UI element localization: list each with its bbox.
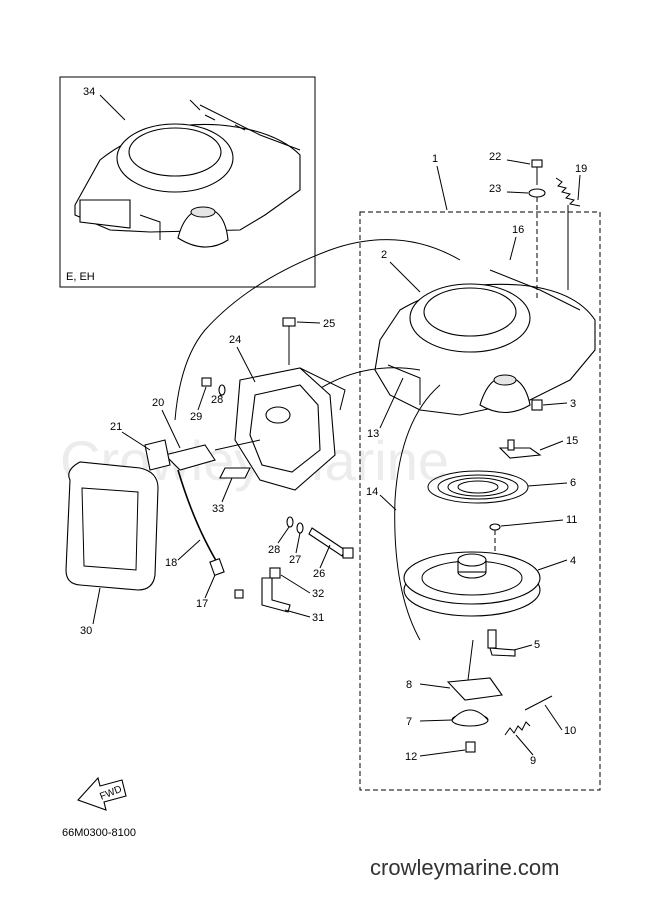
- bolt-32: [269, 567, 281, 579]
- bolt-26: [308, 527, 354, 559]
- callout-18: 18: [165, 557, 177, 569]
- washer-23: [528, 188, 546, 198]
- callout-30: 30: [80, 625, 92, 637]
- callout-21: 21: [110, 421, 122, 433]
- diagram-code: 66M0300-8100: [62, 827, 136, 839]
- callout-22: 22: [489, 151, 501, 163]
- callout-1: 1: [432, 153, 438, 165]
- inset-starter-housing: [74, 99, 301, 248]
- spiral-spring-6: [427, 470, 529, 504]
- bracket-20: [163, 439, 261, 471]
- label-33: [219, 467, 251, 479]
- starter-housing: [374, 269, 596, 416]
- pawl-15: [498, 439, 542, 459]
- callout-5: 5: [534, 639, 540, 651]
- bolt-25: [282, 317, 296, 365]
- site-footer: crowleymarine.com: [370, 855, 560, 880]
- washer-27: [296, 522, 304, 534]
- clip-21: [144, 439, 171, 471]
- callout-31: 31: [312, 612, 324, 624]
- assembly-boundary: [359, 211, 601, 791]
- plate-8: [446, 677, 503, 701]
- washer-28b: [286, 516, 294, 528]
- callout-11: 11: [566, 514, 577, 526]
- callout-33: 33: [212, 503, 224, 515]
- callout-19: 19: [575, 163, 587, 175]
- grip-17: [209, 558, 244, 599]
- clip-11: [489, 523, 501, 531]
- callout-24: 24: [229, 334, 241, 346]
- bolt-3: [531, 399, 543, 411]
- callout-28a: 28: [211, 394, 223, 406]
- screw-12: [465, 741, 476, 753]
- handle-30: [65, 461, 159, 591]
- inset-label: E, EH: [66, 271, 95, 283]
- callout-17: 17: [196, 598, 208, 610]
- callout-4: 4: [570, 555, 576, 567]
- callout-8: 8: [406, 679, 412, 691]
- callout-2: 2: [381, 249, 387, 261]
- fwd-arrow: FWD: [77, 776, 127, 811]
- inset-box: 34 E, EH: [59, 76, 316, 288]
- callout-6: 6: [570, 477, 576, 489]
- handle-base-24: [234, 367, 346, 491]
- callout-15: 15: [566, 435, 578, 447]
- cap-7: [451, 709, 489, 727]
- callout-28b: 28: [268, 544, 280, 556]
- callout-34: 34: [83, 86, 95, 98]
- bolt-22: [531, 159, 543, 185]
- callout-23: 23: [489, 183, 501, 195]
- nut-29: [201, 377, 212, 387]
- callout-16: 16: [512, 224, 524, 236]
- callout-10: 10: [564, 725, 576, 737]
- callout-20: 20: [152, 397, 164, 409]
- callout-14: 14: [366, 486, 378, 498]
- cable-14: [174, 239, 461, 421]
- spring-9: [504, 721, 531, 736]
- callout-25: 25: [323, 318, 335, 330]
- rope-drum-4: [403, 551, 541, 617]
- callout-7: 7: [406, 716, 412, 728]
- callout-27: 27: [289, 554, 301, 566]
- pawl-5: [487, 629, 516, 657]
- bracket-31: [261, 577, 291, 613]
- callout-13: 13: [367, 428, 379, 440]
- callout-26: 26: [313, 568, 325, 580]
- link-10: [524, 695, 553, 711]
- spring-19: [555, 177, 581, 207]
- callout-3: 3: [570, 398, 576, 410]
- callout-32: 32: [312, 588, 324, 600]
- callout-12: 12: [405, 751, 417, 763]
- callout-9: 9: [530, 755, 536, 767]
- callout-29: 29: [190, 411, 202, 423]
